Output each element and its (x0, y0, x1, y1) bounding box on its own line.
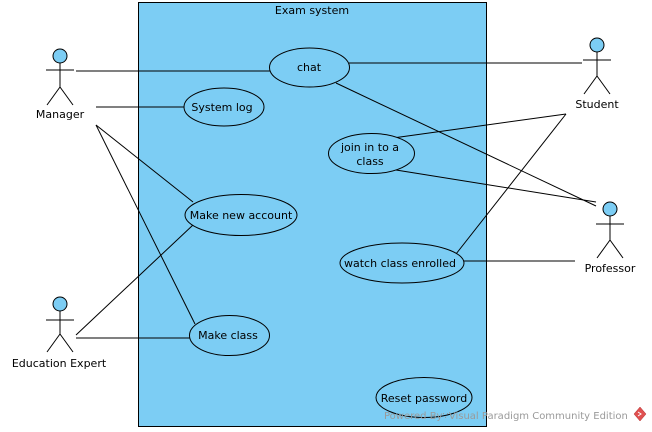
system-title: Exam system (275, 4, 349, 17)
use-case-make-class-label: Make class (198, 329, 258, 342)
assoc-expert-makeaccount (75, 224, 194, 336)
use-case-watch-class-enrolled-ellipse (339, 242, 465, 284)
watermark-text: Powered By∵Visual Paradigm Community Edi… (384, 411, 628, 422)
assoc-manager-makeaccount (95, 124, 194, 203)
assoc-chat-professor (335, 82, 597, 207)
use-case-make-class-ellipse (189, 315, 270, 356)
actor-student-label: Student (575, 98, 619, 111)
actor-education-expert-label: Education Expert (12, 357, 107, 370)
use-case-join-class-label-line2: class (356, 155, 384, 168)
visual-paradigm-logo-icon (633, 406, 647, 422)
assoc-join-professor (395, 169, 597, 203)
use-case-system-log-ellipse (183, 87, 265, 127)
actor-professor-icon (596, 201, 624, 259)
use-case-system-log[interactable]: System log (183, 87, 265, 127)
actor-manager-label: Manager (36, 108, 85, 121)
assoc-watch-student (455, 113, 567, 255)
actor-education-expert-icon (46, 296, 74, 353)
use-case-chat-label: chat (297, 61, 322, 74)
use-case-chat-ellipse (269, 47, 350, 88)
use-case-join-class-label-line1: join in to a (340, 141, 399, 154)
actor-student-icon (583, 37, 611, 95)
use-case-make-new-account-ellipse (184, 194, 298, 236)
use-case-reset-password-label: Reset password (381, 392, 467, 405)
use-case-system-log-label: System log (191, 101, 252, 114)
assoc-manager-makeclass (95, 124, 196, 325)
actor-professor[interactable]: Professor (585, 201, 636, 275)
use-case-make-new-account-label: Make new account (190, 209, 293, 222)
use-case-make-class[interactable]: Make class (189, 315, 270, 356)
use-case-make-new-account[interactable]: Make new account (184, 194, 298, 236)
assoc-join-student (392, 113, 567, 139)
actor-education-expert[interactable]: Education Expert (12, 296, 107, 370)
use-case-join-class[interactable]: join in to a class (328, 133, 415, 174)
actor-professor-label: Professor (585, 262, 636, 275)
use-case-reset-password[interactable]: Reset password (375, 377, 473, 418)
use-case-watch-class-enrolled-label: watch class enrolled (344, 257, 456, 270)
use-case-reset-password-ellipse (375, 377, 473, 418)
actor-manager-icon (46, 48, 74, 106)
actor-student[interactable]: Student (575, 37, 619, 111)
use-case-watch-class-enrolled[interactable]: watch class enrolled (339, 242, 465, 284)
use-case-chat[interactable]: chat (269, 47, 350, 88)
use-case-join-class-ellipse (328, 133, 415, 174)
associations (75, 62, 597, 339)
actor-manager[interactable]: Manager (36, 48, 85, 121)
